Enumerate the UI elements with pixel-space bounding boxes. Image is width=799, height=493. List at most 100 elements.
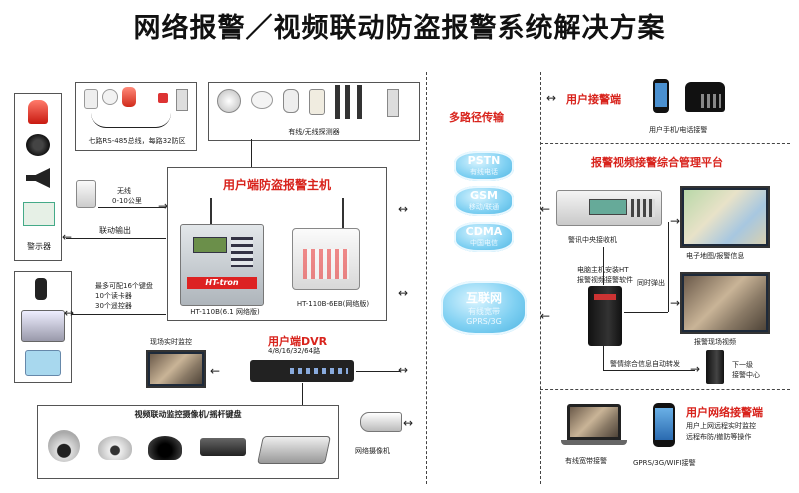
phone-label: 用户手机/电话接警 bbox=[649, 126, 708, 134]
cloud-cdma: CDMA 中国电信 bbox=[454, 222, 514, 252]
software-label-1: 电脑主机安装HT bbox=[577, 266, 629, 274]
pir-detector-icon bbox=[84, 89, 98, 109]
sync-popup-label: 同时弹出 bbox=[637, 279, 665, 287]
keypad-spec-2: 10个读卡器 bbox=[95, 292, 132, 300]
wireless-range: 0-10公里 bbox=[112, 197, 142, 205]
keypad-spec-1: 最多可配16个键盘 bbox=[95, 282, 153, 290]
linkage-line bbox=[66, 238, 166, 239]
panic-button-icon bbox=[158, 93, 168, 103]
keypad-icon bbox=[21, 310, 65, 342]
live-monitor-icon bbox=[146, 350, 206, 388]
camera-box-title: 视频联动监控摄像机/摇杆键盘 bbox=[134, 410, 242, 419]
dome-camera-icon bbox=[98, 436, 132, 460]
map-monitor-screen bbox=[684, 190, 766, 244]
sync-line-pc bbox=[624, 312, 668, 313]
divider-right-top bbox=[540, 143, 790, 144]
map-monitor-icon bbox=[680, 186, 770, 248]
bus-label: 七路RS-485总线，每路32防区 bbox=[88, 137, 186, 145]
transport-title: 多路径传输 bbox=[449, 111, 504, 124]
dvr-channels: 4/8/16/32/64路 bbox=[268, 347, 321, 355]
net-alarm-title: 用户网络接警端 bbox=[686, 406, 763, 419]
laptop-label: 有线宽带接警 bbox=[565, 457, 607, 465]
pc-tower-accent bbox=[594, 294, 616, 300]
mobile-label: GPRS/3G/WIFI接警 bbox=[633, 459, 696, 467]
ceiling-detector-icon bbox=[217, 89, 241, 113]
box-camera-icon bbox=[200, 438, 246, 456]
linkage-output-label: 联动输出 bbox=[99, 226, 131, 235]
dvr-transport-line bbox=[356, 371, 400, 372]
linkage-arrow: ← bbox=[62, 230, 73, 244]
dvr-buttons bbox=[290, 368, 348, 374]
alarm-panel-b bbox=[292, 228, 360, 290]
cloud-gsm-sub: 移动/联通 bbox=[468, 203, 500, 211]
pir-detector-icon bbox=[309, 89, 325, 115]
sync-arrow-map: → bbox=[670, 214, 681, 228]
cloud-internet-sub: 有线宽带 bbox=[468, 307, 500, 316]
cloud-gsm-main: GSM bbox=[470, 189, 498, 202]
divider-right bbox=[540, 72, 541, 484]
laptop-base-icon bbox=[561, 440, 627, 445]
cloud-pstn: PSTN 有线电话 bbox=[454, 151, 514, 181]
laptop-icon bbox=[567, 404, 621, 440]
receiver-transport-arrow: ← bbox=[540, 202, 551, 216]
mobile-phone-icon bbox=[653, 79, 669, 113]
receiver-leds bbox=[631, 199, 655, 217]
divider-left bbox=[426, 72, 427, 484]
alarm-host-title: 用户端防盗报警主机 bbox=[222, 178, 331, 192]
cloud-internet-sub2: GPRS/3G bbox=[466, 317, 502, 326]
keypad-line bbox=[72, 314, 166, 315]
user-alarm-title: 用户接警端 bbox=[566, 93, 621, 106]
pc-tower-icon bbox=[588, 286, 622, 346]
cloud-cdma-main: CDMA bbox=[465, 225, 503, 238]
panel-keys bbox=[231, 237, 253, 267]
bell-icon bbox=[26, 134, 50, 156]
sync-line-v bbox=[668, 222, 669, 312]
keypad-box bbox=[14, 271, 72, 383]
keypad-spec-3: 30个遥控器 bbox=[95, 302, 132, 310]
alarm-panel-a: HT-tron bbox=[180, 224, 264, 306]
panel-lcd bbox=[193, 237, 227, 253]
card-reader-icon bbox=[25, 350, 61, 376]
network-camera-icon bbox=[360, 412, 402, 432]
cloud-cdma-sub: 中国电信 bbox=[470, 239, 498, 247]
forward-label: 警情综合信息自动转发 bbox=[610, 360, 680, 368]
host-transport-arrow-2: ↔ bbox=[398, 286, 409, 300]
live-monitor-screen bbox=[150, 354, 202, 384]
wireless-line bbox=[98, 207, 166, 208]
user-alarm-arrow: ↔ bbox=[546, 91, 557, 105]
bus-cable-icon bbox=[91, 113, 171, 128]
net-desc-1: 用户上网远程实时监控 bbox=[686, 422, 756, 430]
mobile-phone-screen bbox=[655, 83, 667, 107]
antenna-icon-b bbox=[342, 198, 344, 228]
alarm-sign-icon bbox=[23, 202, 55, 226]
desk-phone-keys bbox=[701, 94, 721, 108]
net-desc-2: 远程布防/撤防等操作 bbox=[686, 433, 752, 441]
joystick-keyboard-icon bbox=[257, 436, 331, 464]
smartphone-icon bbox=[653, 403, 675, 447]
keypad-arrow: ↔ bbox=[64, 306, 75, 320]
dvr-device-icon bbox=[250, 360, 354, 382]
beam-detector-icon bbox=[335, 85, 340, 119]
magnetic-contact-icon bbox=[176, 89, 188, 111]
glass-break-icon bbox=[283, 89, 299, 113]
panel-b-keys bbox=[303, 249, 349, 279]
central-receiver-icon bbox=[556, 190, 662, 226]
cloud-pstn-sub: 有线电话 bbox=[470, 168, 498, 176]
remote-control-icon bbox=[35, 278, 47, 300]
dvr-camera-line bbox=[302, 383, 303, 405]
wireless-pir-icon bbox=[76, 180, 96, 208]
software-label-2: 报警视频接警软件 bbox=[577, 276, 633, 284]
forward-line-h bbox=[603, 370, 695, 371]
platform-title: 报警视频接警综合管理平台 bbox=[591, 156, 723, 169]
host-transport-arrow: ↔ bbox=[398, 202, 409, 216]
scene-monitor-icon bbox=[680, 272, 770, 334]
forward-line-v bbox=[603, 346, 604, 370]
beam-detector-icon-2 bbox=[345, 85, 350, 119]
horn-speaker-icon bbox=[26, 168, 50, 188]
sub-center-label-1: 下一级 bbox=[732, 361, 753, 369]
cloud-internet: 互联网 有线宽带 GPRS/3G bbox=[441, 281, 527, 335]
desk-phone-icon bbox=[685, 82, 725, 112]
detectors-down-line bbox=[251, 139, 252, 167]
smartphone-screen bbox=[655, 408, 673, 440]
scene-label: 报警现场视频 bbox=[694, 338, 736, 346]
